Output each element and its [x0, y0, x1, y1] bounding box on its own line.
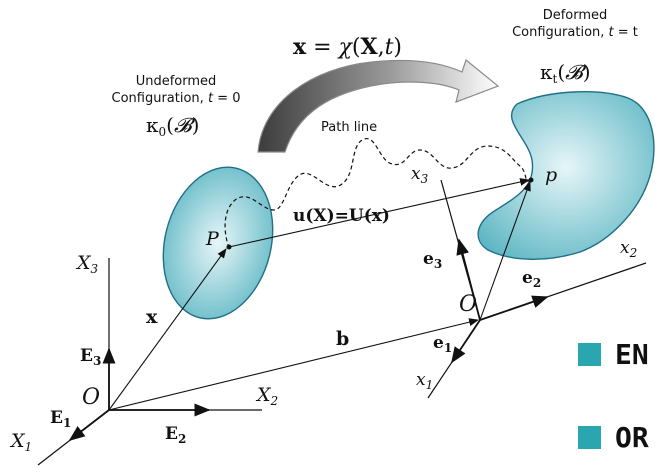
basis-E1: [68, 409, 110, 441]
legend-item-2: OR: [578, 421, 649, 454]
point-p-dot: [528, 177, 534, 183]
basis-E1-label: E1: [50, 408, 72, 430]
axis-X2-label: X2: [257, 384, 279, 408]
axis-x1-label: x1: [416, 370, 434, 392]
basis-e1: [451, 319, 481, 364]
undeformed-body: [162, 166, 274, 320]
basis-e1-label: e1: [433, 333, 453, 355]
vector-X-label: x: [146, 306, 158, 328]
vector-X: [108, 248, 227, 411]
vector-b-label: b: [336, 328, 350, 350]
origin-spatial-label: O: [459, 292, 478, 317]
basis-E2-label: E2: [165, 424, 187, 446]
undeformed-config-label: Undeformed Configuration, t = 0: [111, 74, 241, 106]
basis-e3-label: e3: [423, 249, 443, 271]
axis-x3-label: x3: [411, 164, 429, 186]
legend-text-1: EN: [615, 338, 649, 371]
vector-b: [108, 318, 479, 411]
deformed-config-label: Deformed Configuration, t = t: [512, 8, 638, 40]
basis-e3: [456, 238, 481, 321]
legend-square-icon: [578, 426, 601, 449]
undeformed-kappa: κ0(𝓑): [146, 113, 200, 139]
axis-X1-label: X1: [11, 430, 33, 454]
legend-item-1: EN: [578, 338, 649, 371]
deformed-kappa: κt(𝓑): [540, 60, 591, 86]
point-P-dot: [226, 244, 232, 250]
path-line-label: Path line: [321, 120, 378, 135]
legend-square-icon: [578, 343, 601, 366]
mapping-arrow: [257, 58, 500, 153]
basis-e2: [479, 295, 549, 321]
vector-u: [228, 178, 530, 248]
path-line: [224, 137, 532, 249]
displacement-label: u(X)=U(x): [293, 206, 390, 226]
axis-x2-label: x2: [620, 238, 638, 260]
vector-x: [479, 181, 531, 321]
legend-text-2: OR: [615, 421, 649, 454]
basis-e2-label: e2: [522, 268, 542, 290]
basis-E3-label: E3: [80, 346, 102, 368]
deformed-body: [477, 91, 655, 260]
point-p-label: p: [545, 164, 558, 186]
point-P-label: P: [206, 228, 219, 250]
axis-X3-label: X3: [77, 252, 99, 276]
mapping-equation: x = χ(X,t): [293, 34, 403, 60]
origin-material-label: O: [82, 385, 101, 410]
